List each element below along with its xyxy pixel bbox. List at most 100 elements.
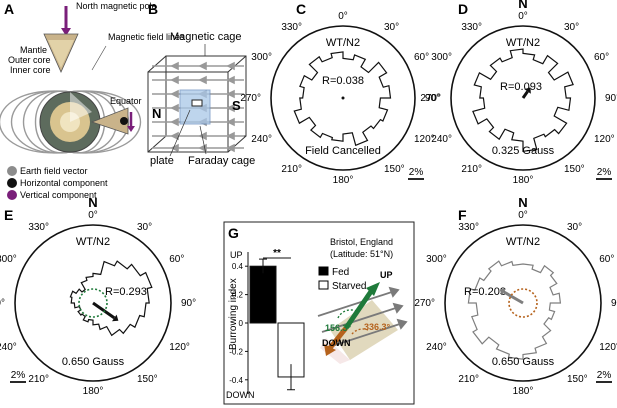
angle-label-270: 270°	[414, 298, 435, 309]
angle-label-330: 330°	[28, 222, 49, 233]
cage-arrowhead-6-2	[198, 131, 207, 141]
angle-label-300: 300°	[251, 52, 272, 63]
panel-e: EN0°30°60°90°120°150°180°210°240°270°300…	[0, 195, 196, 397]
angle-label-120: 120°	[599, 342, 617, 353]
field-line-3	[325, 321, 407, 349]
legend-horizontal: Horizontal component	[20, 178, 108, 188]
angle-label-60: 60°	[414, 52, 429, 63]
strain-label: WT/N2	[76, 236, 110, 248]
angle-label-30: 30°	[384, 22, 399, 33]
cage-field-arrows	[152, 61, 244, 153]
green-angle-arc	[337, 309, 359, 319]
field-lines-label: Magnetic field lines	[108, 32, 185, 42]
mean-vector	[503, 290, 524, 305]
location-label: Bristol, England	[330, 237, 393, 247]
angle-label-210: 210°	[461, 164, 482, 175]
strain-label: WT/N2	[326, 37, 360, 49]
angle-label-210: 210°	[281, 164, 302, 175]
mean-vector-head	[499, 288, 506, 296]
angle-label-60: 60°	[169, 254, 184, 265]
significance-label: **	[273, 248, 281, 259]
angle-label-180: 180°	[513, 386, 534, 397]
cage-arrowhead-6-1	[226, 131, 235, 141]
panel-g: G UP DOWN Burrowing index 0.40.20-0.2-0.…	[223, 221, 415, 405]
rose-histogram	[467, 260, 562, 360]
north-label: N	[88, 195, 97, 210]
equator-label: Equator	[110, 96, 142, 106]
angle-label-330: 330°	[461, 22, 482, 33]
angle-label-150: 150°	[137, 374, 158, 385]
layer-outer-core: Outer core	[8, 55, 51, 65]
strain-label: WT/N2	[506, 37, 540, 49]
mean-vector	[92, 301, 116, 320]
condition-label: 0.325 Gauss	[492, 145, 555, 157]
scale-label: 2%	[597, 167, 612, 178]
layer-mantle: Mantle	[20, 45, 47, 55]
angle-label-90: 90°	[181, 298, 196, 309]
angle-label-0: 0°	[88, 210, 98, 221]
scale-label: 2%	[11, 370, 26, 381]
y-up-label: UP	[230, 250, 243, 260]
angle-label-30: 30°	[564, 22, 579, 33]
equator-dot	[120, 117, 128, 125]
angle-label-300: 300°	[426, 254, 447, 265]
angle-label-150: 150°	[567, 374, 588, 385]
panel-d: DN0°30°60°90°120°150°180°210°240°270°300…	[420, 0, 617, 186]
north-label: N	[518, 0, 527, 11]
panel-a: A North magnetic pole Mantle Outer core …	[0, 1, 185, 200]
magnetic-cage-label: Magnetic cage	[170, 31, 242, 43]
angle-label-300: 300°	[0, 254, 17, 265]
soil-shadow	[320, 338, 350, 364]
orange-angle-arc	[351, 328, 369, 335]
diagram-up-label: UP	[380, 270, 393, 280]
cage-n-label: N	[152, 106, 161, 121]
cage-arrowhead-7-1	[226, 143, 235, 153]
diagram-down-label: DOWN	[322, 338, 351, 348]
mean-vector-dot	[341, 96, 345, 100]
cage-arrowhead-2-3	[170, 75, 179, 85]
vertical-component-arrowhead	[127, 126, 135, 132]
angle-label-0: 0°	[518, 11, 528, 22]
angle-label-90: 90°	[425, 93, 440, 104]
plate-label: plate	[150, 155, 174, 167]
rose-histogram	[293, 51, 392, 147]
scale-label: 2%	[597, 370, 612, 381]
condition-label: Field Cancelled	[305, 145, 381, 157]
panel-label-d: D	[458, 1, 468, 17]
r-value-label: R=0.093	[500, 81, 542, 93]
field-arrowhead-2	[392, 302, 404, 314]
angle-label-30: 30°	[567, 222, 582, 233]
y-tick-label: -0.2	[229, 347, 243, 356]
orange-angle-label: 336.3°	[364, 322, 391, 332]
down-arrowhead	[324, 344, 336, 356]
legend-swatch-horizontal	[7, 178, 17, 188]
angle-label-240: 240°	[0, 342, 17, 353]
up-arrow	[343, 288, 375, 330]
angle-label-60: 60°	[599, 254, 614, 265]
plate-pointer	[169, 109, 191, 157]
faraday-cage-label: Faraday cage	[188, 155, 255, 167]
cage-arrowhead-4-3	[170, 103, 179, 113]
latitude-label: (Latitude: 51°N)	[330, 249, 393, 259]
angle-label-180: 180°	[333, 175, 354, 186]
panel-label-f: F	[458, 207, 467, 223]
panel-label-g: G	[228, 225, 239, 241]
r-value-label: R=0.293	[105, 286, 147, 298]
cage-arrowhead-4-1	[226, 103, 235, 113]
cage-arrowhead-7-3	[170, 143, 179, 153]
angle-label-120: 120°	[169, 342, 190, 353]
cage-arrowhead-5-3	[170, 117, 179, 127]
faraday-pointer	[199, 125, 207, 155]
y-tick-label: 0.2	[232, 291, 244, 300]
panel-label-e: E	[4, 207, 13, 223]
panel-label-a: A	[4, 1, 14, 17]
angle-label-180: 180°	[513, 175, 534, 186]
field-lines-pointer	[91, 45, 107, 71]
legend-swatch-fed	[318, 266, 329, 276]
angle-label-240: 240°	[426, 342, 447, 353]
field-line-left-4	[0, 90, 71, 154]
magnetic-cage-cube	[147, 55, 247, 153]
angle-label-90: 90°	[605, 93, 617, 104]
legend-fed: Fed	[332, 267, 349, 278]
